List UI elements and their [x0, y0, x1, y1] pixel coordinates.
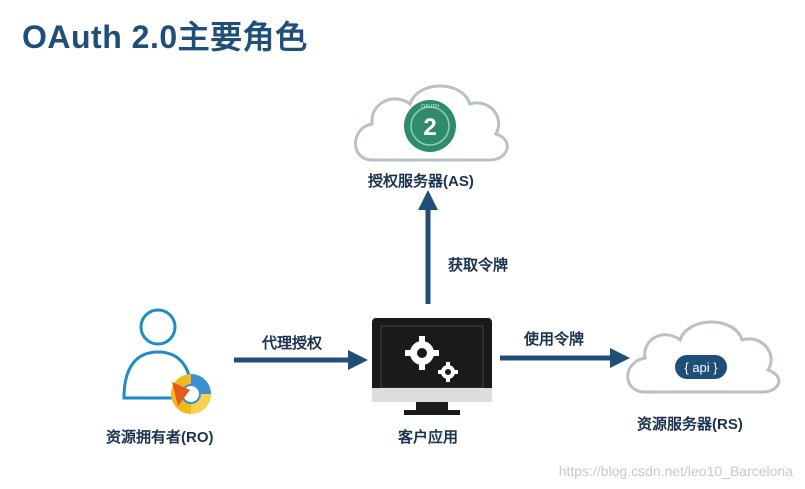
oauth-badge-ring-text: OAUTH — [421, 104, 439, 110]
browser-icon — [171, 374, 211, 414]
oauth-badge-number: 2 — [423, 114, 436, 141]
edge-label-delegate-auth: 代理授权 — [262, 335, 323, 352]
client-label: 客户应用 — [398, 429, 459, 446]
edge-label-use-token: 使用令牌 — [524, 331, 585, 348]
resource-owner-label: 资源拥有者(RO) — [106, 429, 214, 446]
api-badge-icon — [675, 355, 727, 379]
watermark-text: https://blog.csdn.net/leo10_Barcelona — [558, 463, 793, 479]
edge-label-get-token: 获取令牌 — [448, 257, 509, 274]
diagram-title: OAuth 2.0主要角色 — [22, 19, 308, 55]
auth-server-cloud-icon: OAUTH 2 — [354, 84, 509, 162]
client-monitor-icon — [372, 318, 492, 415]
auth-server-label: 授权服务器(AS) — [368, 173, 474, 190]
resource-server-label: 资源服务器(RS) — [637, 416, 743, 433]
api-badge-text: { api } — [684, 360, 718, 375]
resource-server-cloud-icon: { api } — [626, 320, 781, 394]
gears-icon — [405, 336, 458, 382]
